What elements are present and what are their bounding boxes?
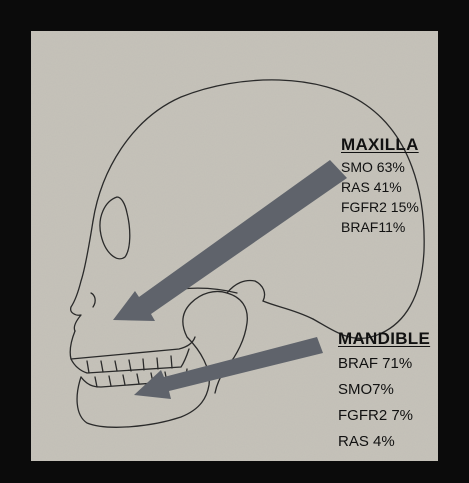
maxilla-item-smo: SMO 63%	[341, 157, 419, 177]
mandible-item-smo: SMO7%	[338, 377, 430, 403]
maxilla-item-ras: RAS 41%	[341, 177, 419, 197]
mandible-item-fgfr2: FGFR2 7%	[338, 403, 430, 429]
mandible-heading: MANDIBLE	[338, 329, 430, 349]
maxilla-item-braf: BRAF11%	[341, 217, 419, 237]
maxilla-label-block: MAXILLA SMO 63% RAS 41% FGFR2 15% BRAF11…	[341, 135, 419, 237]
mandible-item-ras: RAS 4%	[338, 429, 430, 455]
mandible-item-braf: BRAF 71%	[338, 351, 430, 377]
mandible-label-block: MANDIBLE BRAF 71% SMO7% FGFR2 7% RAS 4%	[338, 329, 430, 455]
maxilla-item-fgfr2: FGFR2 15%	[341, 197, 419, 217]
maxilla-heading: MAXILLA	[341, 135, 419, 155]
diagram-panel: MAXILLA SMO 63% RAS 41% FGFR2 15% BRAF11…	[31, 31, 438, 461]
